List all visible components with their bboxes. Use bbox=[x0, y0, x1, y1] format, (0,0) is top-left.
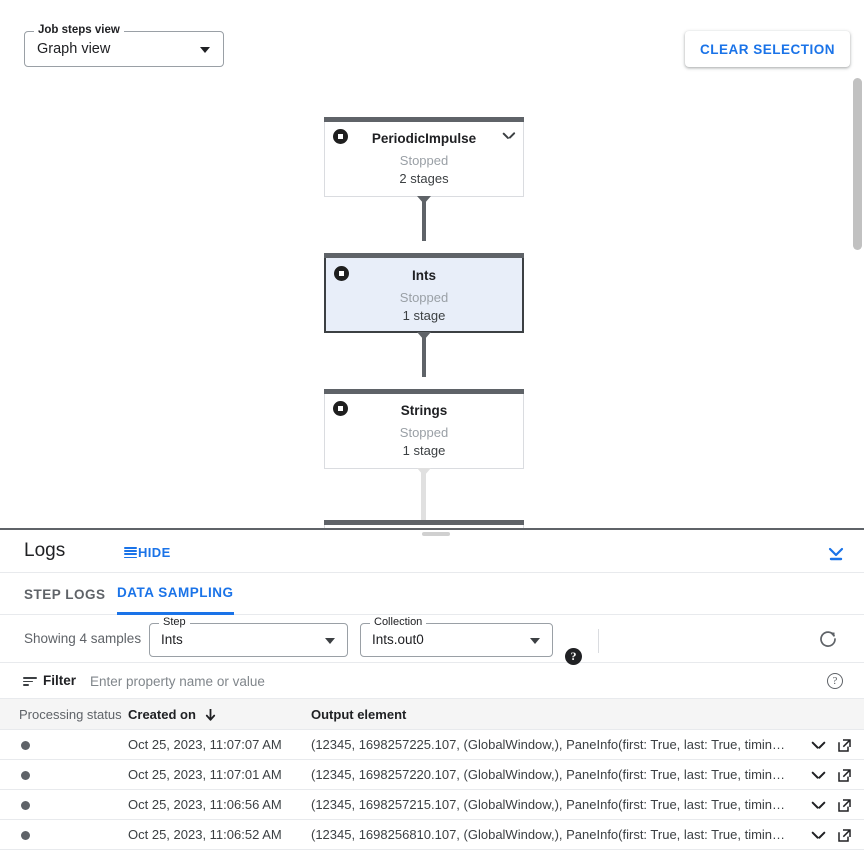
open-in-new-icon[interactable] bbox=[837, 798, 852, 813]
step-select[interactable]: Step Ints bbox=[149, 616, 348, 657]
tab-data-sampling[interactable]: DATA SAMPLING bbox=[117, 573, 234, 615]
filter-label: Filter bbox=[43, 673, 77, 688]
sort-descending-arrow-icon bbox=[205, 708, 216, 721]
node-status: Stopped bbox=[399, 153, 449, 168]
cell-output-element: (12345, 1698256810.107, (GlobalWindow,),… bbox=[311, 827, 791, 842]
panel-splitter[interactable] bbox=[0, 528, 864, 537]
job-steps-view-select[interactable]: Job steps view Graph view bbox=[24, 24, 224, 67]
node-top-bar bbox=[324, 520, 524, 525]
graph-node-periodicimpulse[interactable]: PeriodicImpulse Stopped 2 stages bbox=[324, 117, 524, 197]
tab-step-logs[interactable]: STEP LOGS bbox=[24, 586, 106, 602]
job-graph-panel: Job steps view Graph view CLEAR SELECTIO… bbox=[0, 0, 864, 530]
chevron-down-icon bbox=[325, 638, 335, 644]
sampling-controls: Showing 4 samples Step Ints Collection I… bbox=[0, 615, 864, 665]
node-stages: 2 stages bbox=[399, 171, 449, 186]
chevron-down-icon[interactable] bbox=[812, 741, 825, 749]
collection-select[interactable]: Collection Ints.out0 bbox=[360, 616, 553, 657]
graph-node-ints[interactable]: Ints Stopped 1 stage bbox=[324, 253, 524, 333]
processed-dot bbox=[21, 741, 30, 750]
table-row[interactable]: Oct 25, 2023, 11:07:01 AM (12345, 169825… bbox=[0, 760, 864, 790]
job-steps-view-value: Graph view bbox=[37, 41, 111, 57]
open-in-new-icon[interactable] bbox=[837, 828, 852, 843]
help-outline-icon[interactable]: ? bbox=[827, 673, 843, 689]
graph-node-partial[interactable] bbox=[324, 520, 524, 530]
collection-select-value: Ints.out0 bbox=[372, 632, 424, 647]
table-header: Processing status Created on Output elem… bbox=[0, 699, 864, 730]
node-title: Ints bbox=[411, 267, 436, 283]
node-title: Strings bbox=[400, 402, 448, 418]
node-header: Strings bbox=[325, 390, 523, 424]
stop-status-icon bbox=[334, 266, 349, 281]
step-select-label: Step bbox=[159, 616, 190, 628]
table-row[interactable]: Oct 25, 2023, 11:06:56 AM (12345, 169825… bbox=[0, 790, 864, 820]
logs-title: Logs bbox=[24, 540, 66, 561]
open-in-new-icon[interactable] bbox=[837, 738, 852, 753]
graph-edge-arrow bbox=[417, 332, 431, 340]
graph-edge bbox=[422, 197, 426, 241]
cell-created-on: Oct 25, 2023, 11:07:07 AM bbox=[128, 737, 282, 752]
node-status: Stopped bbox=[399, 290, 449, 305]
logs-tabs: STEP LOGS DATA SAMPLING bbox=[0, 573, 864, 615]
filter-icon bbox=[23, 677, 37, 686]
cell-output-element: (12345, 1698257220.107, (GlobalWindow,),… bbox=[311, 767, 791, 782]
column-header-created-on[interactable]: Created on bbox=[128, 707, 216, 722]
node-header: Ints bbox=[326, 255, 522, 289]
chevron-down-icon[interactable] bbox=[812, 801, 825, 809]
graph-edge-arrow bbox=[417, 468, 431, 476]
chevron-down-icon bbox=[200, 47, 210, 53]
filter-row: Filter ? bbox=[0, 663, 864, 699]
hide-logs-label: HIDE bbox=[138, 545, 171, 560]
graph-edge bbox=[422, 333, 426, 377]
node-top-bar bbox=[324, 117, 524, 122]
help-filled-icon[interactable]: ? bbox=[565, 648, 582, 665]
column-header-processing-status[interactable]: Processing status bbox=[19, 707, 122, 722]
cell-created-on: Oct 25, 2023, 11:06:52 AM bbox=[128, 827, 282, 842]
processed-dot bbox=[21, 801, 30, 810]
collapse-panel-icon[interactable] bbox=[826, 544, 846, 564]
cell-created-on: Oct 25, 2023, 11:06:56 AM bbox=[128, 797, 282, 812]
node-top-bar bbox=[324, 253, 524, 258]
cell-created-on: Oct 25, 2023, 11:07:01 AM bbox=[128, 767, 282, 782]
column-header-output-element[interactable]: Output element bbox=[311, 707, 407, 722]
logs-panel: Logs HIDE STEP LOGS DATA SAMPLING Showin… bbox=[0, 537, 864, 856]
controls-divider bbox=[598, 629, 599, 653]
graph-vertical-scrollbar[interactable] bbox=[853, 78, 862, 250]
node-top-bar bbox=[324, 389, 524, 394]
cell-output-element: (12345, 1698257225.107, (GlobalWindow,),… bbox=[311, 737, 791, 752]
splitter-drag-handle[interactable] bbox=[422, 532, 450, 536]
logs-header: Logs HIDE bbox=[0, 537, 864, 573]
table-row[interactable]: Oct 25, 2023, 11:07:07 AM (12345, 169825… bbox=[0, 730, 864, 760]
splitter-line bbox=[0, 528, 864, 530]
graph-node-strings[interactable]: Strings Stopped 1 stage bbox=[324, 389, 524, 469]
node-stages: 1 stage bbox=[402, 443, 446, 458]
chevron-down-icon[interactable] bbox=[812, 831, 825, 839]
table-row[interactable]: Oct 25, 2023, 11:06:52 AM (12345, 169825… bbox=[0, 820, 864, 850]
graph-edge bbox=[421, 469, 426, 523]
column-header-created-on-label: Created on bbox=[128, 707, 196, 722]
node-title: PeriodicImpulse bbox=[371, 130, 477, 146]
stop-status-icon bbox=[333, 401, 348, 416]
clear-selection-button[interactable]: CLEAR SELECTION bbox=[684, 31, 850, 67]
processed-dot bbox=[21, 771, 30, 780]
collection-select-label: Collection bbox=[370, 616, 427, 628]
step-select-value: Ints bbox=[161, 632, 183, 647]
list-lines-icon bbox=[124, 547, 137, 559]
chevron-down-icon[interactable] bbox=[812, 771, 825, 779]
stop-status-icon bbox=[333, 129, 348, 144]
job-steps-view-label: Job steps view bbox=[34, 24, 124, 36]
node-header: PeriodicImpulse bbox=[325, 118, 523, 152]
processed-dot bbox=[21, 831, 30, 840]
chevron-down-icon[interactable] bbox=[503, 132, 514, 138]
cell-output-element: (12345, 1698257215.107, (GlobalWindow,),… bbox=[311, 797, 791, 812]
refresh-icon[interactable] bbox=[817, 628, 839, 650]
node-status: Stopped bbox=[399, 425, 449, 440]
hide-logs-button[interactable]: HIDE bbox=[124, 545, 171, 560]
graph-edge-arrow bbox=[417, 196, 431, 204]
node-stages: 1 stage bbox=[402, 308, 446, 323]
filter-input[interactable] bbox=[88, 671, 738, 691]
showing-samples-text: Showing 4 samples bbox=[24, 631, 142, 646]
open-in-new-icon[interactable] bbox=[837, 768, 852, 783]
chevron-down-icon bbox=[530, 638, 540, 644]
